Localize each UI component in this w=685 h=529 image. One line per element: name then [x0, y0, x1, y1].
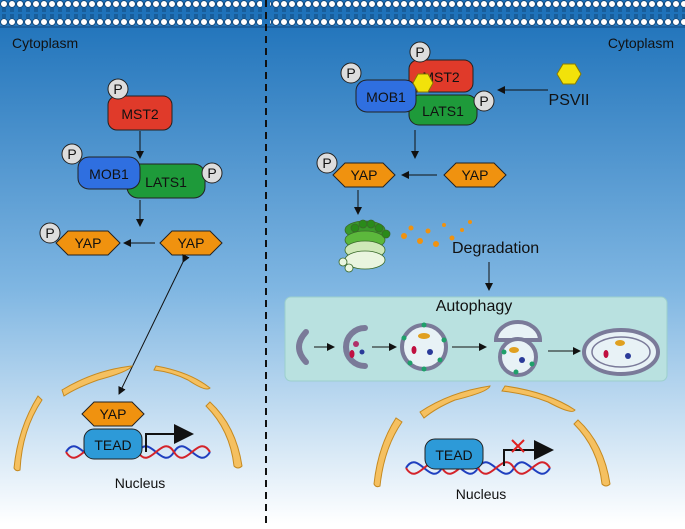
mst2-protein-left: MST2 — [107, 95, 173, 131]
phospho-mob1-left: P — [61, 143, 83, 165]
expanding-phagophore-icon — [343, 325, 368, 369]
svg-text:LATS1: LATS1 — [422, 103, 464, 119]
nuclear-envelope-left — [13, 365, 243, 472]
yap-phospho-protein-left: YAP — [55, 230, 121, 256]
phospho-mob1-right: P — [340, 62, 362, 84]
svg-text:P: P — [415, 44, 424, 60]
yap-protein-right: YAP — [443, 162, 507, 188]
svg-text:MOB1: MOB1 — [366, 89, 406, 105]
transcription-arrow-right — [503, 440, 554, 466]
svg-text:P: P — [207, 165, 216, 181]
proteasome-icon — [338, 219, 391, 273]
tead-protein-right: TEAD — [424, 438, 484, 470]
svg-text:P: P — [45, 225, 54, 241]
transcription-blocked-icon — [511, 439, 525, 453]
autophagosome-icon — [400, 322, 448, 372]
lysosome-fusion-icon — [493, 320, 543, 377]
psvii-molecule-icon — [556, 63, 582, 85]
arrow-yap-nuclear-translocation — [118, 253, 190, 395]
yap-protein-left: YAP — [159, 230, 223, 256]
phospho-mst2-right: P — [409, 41, 431, 63]
lats1-protein-right: LATS1 — [408, 94, 478, 126]
cytoplasm-label-right: Cytoplasm — [608, 35, 674, 51]
svg-text:TEAD: TEAD — [435, 447, 472, 463]
psvii-bound-icon — [412, 73, 434, 93]
autophagy-label: Autophagy — [436, 298, 513, 315]
transcription-arrow-left — [145, 424, 194, 452]
mob1-protein-left: MOB1 — [77, 156, 141, 190]
svg-text:MOB1: MOB1 — [89, 166, 129, 182]
tead-protein-left: TEAD — [83, 428, 143, 460]
phospho-yap-right: P — [316, 152, 338, 174]
svg-text:P: P — [67, 146, 76, 162]
svg-text:YAP: YAP — [100, 406, 127, 422]
svg-text:MST2: MST2 — [121, 106, 159, 122]
svg-text:P: P — [479, 93, 488, 109]
svg-text:YAP: YAP — [75, 235, 102, 251]
phospho-mst2-left: P — [107, 78, 129, 100]
yap-nuclear-protein-left: YAP — [81, 401, 145, 427]
phospho-lats1-right: P — [473, 90, 495, 112]
autolysosome-icon — [582, 328, 660, 376]
degradation-label: Degradation — [452, 240, 539, 257]
phagophore-icon — [296, 329, 309, 365]
svg-text:LATS1: LATS1 — [145, 174, 187, 190]
nucleus-label-right: Nucleus — [456, 486, 507, 502]
svg-text:TEAD: TEAD — [94, 437, 131, 453]
nuclear-envelope-right — [373, 385, 611, 488]
cytoplasm-label-left: Cytoplasm — [12, 35, 78, 51]
svg-text:P: P — [346, 65, 355, 81]
svg-text:YAP: YAP — [178, 235, 205, 251]
phospho-lats1-left: P — [201, 162, 223, 184]
cell-membrane-left — [0, 0, 262, 26]
psvii-label: PSVII — [549, 92, 590, 109]
svg-text:P: P — [322, 155, 331, 171]
svg-text:P: P — [113, 81, 122, 97]
nucleus-label-left: Nucleus — [115, 475, 166, 491]
yap-phospho-protein-right: YAP — [332, 162, 396, 188]
cell-membrane-right — [270, 0, 685, 26]
autophagy-panel — [284, 296, 668, 382]
phospho-yap-left: P — [39, 222, 61, 244]
mob1-protein-right: MOB1 — [355, 79, 417, 113]
degraded-peptides-icon — [401, 220, 472, 247]
svg-text:YAP: YAP — [462, 167, 489, 183]
svg-text:YAP: YAP — [351, 167, 378, 183]
